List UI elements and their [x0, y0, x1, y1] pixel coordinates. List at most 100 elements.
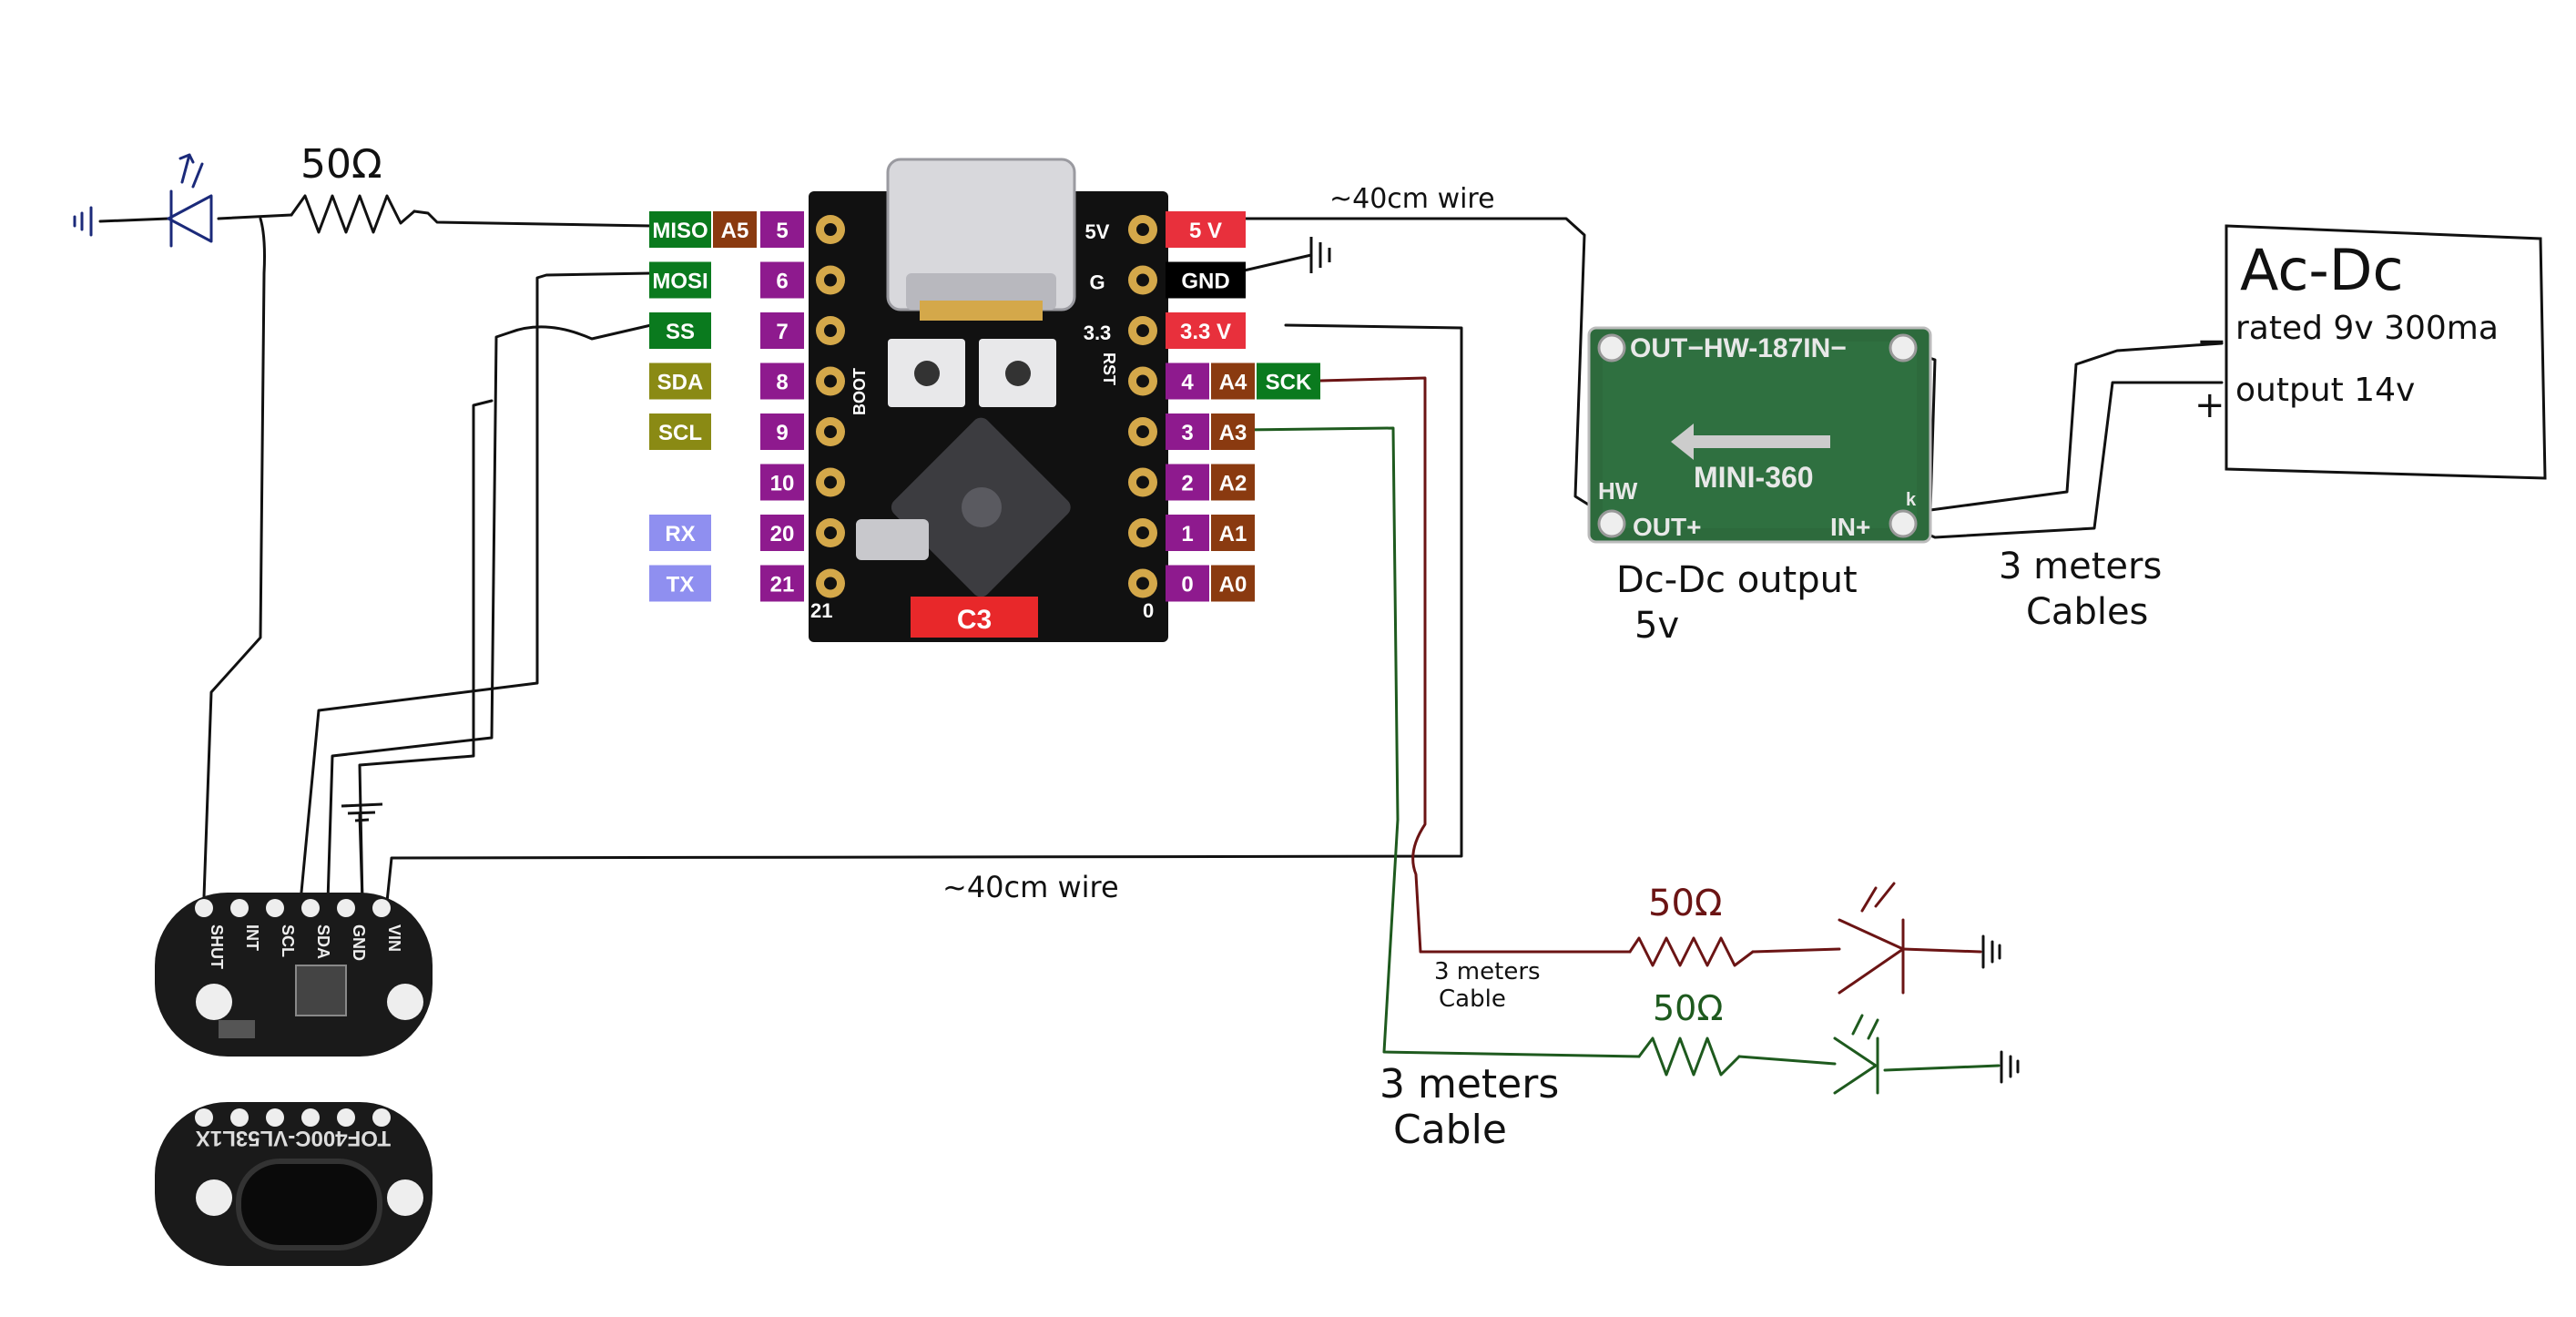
pin-label-right-box [1166, 312, 1246, 349]
resistor-green-label: 50Ω [1653, 988, 1723, 1028]
acdc-output: output 14v [2235, 372, 2415, 409]
converter-top-label: OUT−HW-187IN− [1630, 333, 1847, 363]
pin-alt-right-box [1211, 565, 1255, 602]
pin-num-left: 9 [776, 421, 788, 445]
pin-alt-right: A1 [1219, 522, 1247, 546]
ground-symbol-red-icon [1981, 934, 2001, 969]
pin-func-left: SS [666, 320, 695, 344]
wire-in-plus [1901, 381, 2224, 539]
pin-func-left-box [649, 261, 711, 299]
wire-mosi [299, 271, 653, 904]
resistor-green-icon [1637, 1036, 1741, 1077]
pin-num-right: 0 [1181, 573, 1193, 597]
pin-func-left-box [649, 312, 711, 349]
pin-num-left: 5 [776, 219, 788, 243]
pin-num-left: 8 [776, 371, 788, 395]
wire-in-minus [1906, 342, 2224, 512]
pin-num-left-box [760, 362, 804, 400]
sensor-back-pin-pad [337, 1108, 355, 1127]
acdc-rated: rated 9v 300ma [2235, 310, 2499, 347]
wire-green-ground [1883, 1064, 2001, 1072]
note-green-cable-2: Cable [1393, 1107, 1507, 1153]
pin-func-left-box [649, 211, 711, 248]
sensor-back-pin-pad [301, 1108, 320, 1127]
sensor-pcb-front [155, 893, 433, 1057]
pin-func-left-box [649, 413, 711, 450]
ground-symbol-icon [73, 206, 93, 237]
pin-num-right-box [1166, 464, 1209, 501]
pin-alt-right: A2 [1219, 472, 1247, 496]
pin-extra-right-box [1257, 362, 1320, 400]
pin-alt-left: A5 [721, 219, 749, 243]
pin-func-left-box [649, 362, 711, 400]
pin-label-right-box [1166, 261, 1246, 299]
pin-num-left: 21 [770, 573, 795, 597]
pin-num-left-box [760, 464, 804, 501]
sensor-window [236, 1159, 382, 1251]
note-dcdc-2: 5v [1634, 605, 1679, 647]
wire-5v [1238, 217, 1614, 521]
pin-num-right-box [1166, 515, 1209, 551]
chip-tag [911, 597, 1038, 638]
pin-num-left-box [760, 515, 804, 551]
pin-label-right-box [1166, 211, 1246, 248]
wire-led-ground [98, 217, 170, 223]
wire-sda [358, 399, 494, 904]
silk-right: 3.3 [1084, 322, 1112, 344]
sensor-back-pin-pad [195, 1108, 213, 1127]
silk-corner-right: 0 [1143, 599, 1154, 622]
wire-sensor-gnd [358, 813, 364, 904]
chip-tag-label: C3 [957, 605, 992, 635]
pin-num-right: 3 [1181, 421, 1193, 445]
sensor-pin-label: INT [243, 924, 261, 951]
wire-a3-green [1238, 426, 1641, 1058]
pin-num-right-box [1166, 565, 1209, 602]
pin-alt-right-box [1211, 515, 1255, 551]
pin-func-left: RX [665, 522, 695, 546]
pin-num-right: 2 [1181, 472, 1193, 496]
wires [98, 209, 2224, 1072]
led-icon [167, 153, 213, 248]
pin-num-left: 7 [776, 320, 788, 344]
pin-func-left: SDA [657, 371, 704, 395]
note-3m-cables-2: Cables [2026, 591, 2148, 633]
sensor-back-pin-pad [230, 1108, 249, 1127]
wire-ss [326, 323, 653, 904]
silk-right: 5V [1085, 220, 1110, 243]
pin-num-left: 20 [770, 522, 795, 546]
sensor-pin-pad [230, 899, 249, 917]
sensor-back-pins [195, 1108, 391, 1127]
pin-alt-right-box [1211, 464, 1255, 501]
note-red-cable-1: 3 meters [1434, 958, 1541, 985]
pin-extra-right: SCK [1266, 371, 1312, 395]
wire-miso-led [412, 209, 653, 228]
pin-num-left-box [760, 312, 804, 349]
silk-rst: RST [1100, 352, 1118, 385]
pin-func-left-box [649, 565, 711, 602]
sensor-pin-pad [337, 899, 355, 917]
acdc-title: Ac-Dc [2240, 237, 2404, 303]
pin-func-left-box [649, 515, 711, 551]
wire-3v3 [385, 323, 1463, 904]
green-led-icon [1833, 1014, 1879, 1095]
pin-num-right-box [1166, 362, 1209, 400]
pin-alt-right: A4 [1219, 371, 1247, 395]
silk-boot: BOOT [850, 368, 869, 415]
pin-alt-right-box [1211, 362, 1255, 400]
sensor-pin-label: VIN [385, 924, 403, 952]
acdc-adapter: Ac-Dc rated 9v 300ma output 14v − + [2194, 224, 2547, 480]
notes: ~40cm wire ~40cm wire Dc-Dc output 5v 3 … [942, 183, 2162, 1153]
pin-alt-right-box [1211, 413, 1255, 450]
converter-k: k [1906, 490, 1917, 510]
sensor-pin-pad [266, 899, 284, 917]
resistor-top-icon [290, 194, 416, 234]
wire-shut [202, 217, 266, 899]
pin-num-left-box [760, 565, 804, 602]
pin-alt-right: A0 [1219, 573, 1247, 597]
silk-corner-left: 21 [810, 599, 832, 622]
pin-num-left: 10 [770, 472, 795, 496]
pin-num-left: 6 [776, 270, 788, 294]
